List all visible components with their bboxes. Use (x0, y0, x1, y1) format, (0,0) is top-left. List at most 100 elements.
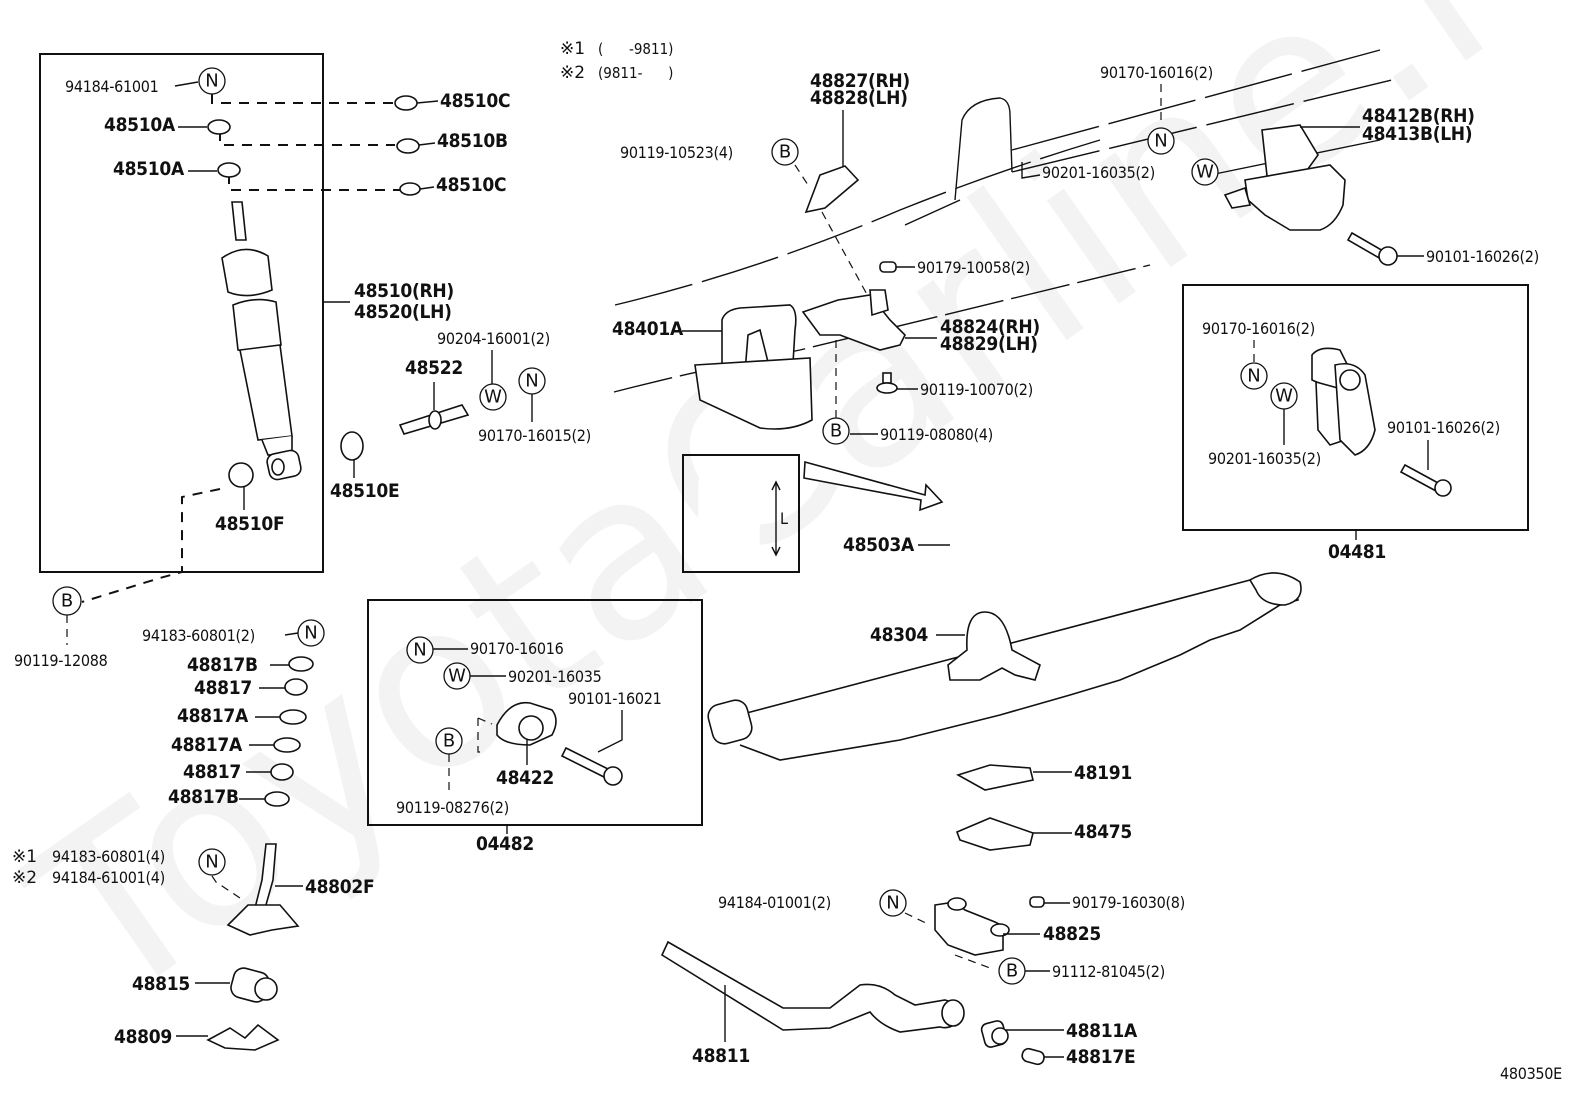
label-kit1-nut[interactable]: 90170-16016(2) (1202, 319, 1315, 338)
label-48510a-1[interactable]: 48510A (104, 114, 176, 136)
seat-48824[interactable] (801, 289, 906, 351)
bushing-48811a[interactable] (980, 1020, 1009, 1049)
bolt-90101-16026-top[interactable] (1346, 231, 1398, 266)
cushion-48510a-1[interactable] (207, 119, 231, 135)
bushing-48510f[interactable] (228, 462, 254, 488)
label-48817b-1[interactable]: 48817B (187, 654, 258, 676)
label-48422[interactable]: 48422 (496, 767, 554, 789)
bracket-48422[interactable] (496, 701, 557, 746)
bolt-kit1[interactable] (1399, 463, 1452, 497)
bracket-48809[interactable] (206, 1023, 280, 1051)
cushion-48510c-1[interactable] (394, 95, 418, 111)
label-90119-10070[interactable]: 90119-10070(2) (920, 380, 1033, 399)
label-48811[interactable]: 48811 (692, 1045, 750, 1067)
label-48809[interactable]: 48809 (114, 1026, 172, 1048)
cushion-48510a-2[interactable] (217, 162, 241, 178)
plate-48475[interactable] (955, 817, 1034, 851)
label-48412b-rh[interactable]: 48412B(RH) (1362, 105, 1475, 127)
label-48815[interactable]: 48815 (132, 973, 190, 995)
label-90179-10058[interactable]: 90179-10058(2) (917, 258, 1030, 277)
label-kit2-washer[interactable]: 90201-16035 (508, 667, 602, 686)
clip-90179-10058[interactable] (879, 261, 897, 273)
kit-04482-group: N 90170-16016 W 90201-16035 90101-16021 … (367, 599, 703, 855)
label-48510f[interactable]: 48510F (215, 513, 285, 535)
label-48828-lh[interactable]: 48828(LH) (810, 87, 908, 109)
label-94183-60801-4[interactable]: 94183-60801(4) (52, 847, 165, 866)
label-48475[interactable]: 48475 (1074, 821, 1132, 843)
label-48817b-2[interactable]: 48817B (168, 786, 239, 808)
label-48825[interactable]: 48825 (1043, 923, 1101, 945)
label-48510c-1[interactable]: 48510C (440, 90, 511, 112)
label-48510c-2[interactable]: 48510C (436, 174, 507, 196)
label-kit2-nut[interactable]: 90170-16016 (470, 639, 564, 658)
cushion-48817-1[interactable] (284, 678, 308, 696)
label-94184-61001-4[interactable]: 94184-61001(4) (52, 868, 165, 887)
label-90204-16001[interactable]: 90204-16001(2) (437, 329, 550, 348)
label-kit1-washer[interactable]: 90201-16035(2) (1208, 449, 1321, 468)
collar-48817e[interactable] (1021, 1047, 1046, 1066)
bracket-48827[interactable] (804, 165, 860, 214)
cushion-48817-2[interactable] (270, 763, 294, 781)
label-48817-2[interactable]: 48817 (183, 761, 241, 783)
cushion-48817a-2[interactable] (273, 737, 301, 753)
label-shock-nut[interactable]: 94184-61001 (65, 77, 159, 96)
label-48510b[interactable]: 48510B (437, 130, 508, 152)
label-kit2-bolt2[interactable]: 90119-08276(2) (396, 798, 509, 817)
label-absorber-rh[interactable]: 48510(RH) (354, 280, 454, 302)
clip-90179-16030[interactable] (1029, 896, 1045, 908)
cushion-48817b-1[interactable] (288, 656, 314, 672)
label-48510e[interactable]: 48510E (330, 480, 400, 502)
label-48413b-lh[interactable]: 48413B(LH) (1362, 123, 1473, 145)
label-48522[interactable]: 48522 (405, 357, 463, 379)
label-absorber-lh[interactable]: 48520(LH) (354, 301, 452, 323)
hanger-48401a[interactable] (694, 304, 813, 430)
label-48510a-2[interactable]: 48510A (113, 158, 185, 180)
label-48824-rh[interactable]: 48824(RH) (940, 316, 1040, 338)
label-91112-81045[interactable]: 91112-81045(2) (1052, 962, 1165, 981)
label-94184-01001[interactable]: 94184-01001(2) (718, 893, 831, 912)
bumper-48304[interactable] (947, 611, 1041, 681)
link-48802f[interactable] (226, 843, 300, 936)
bracket-48825[interactable] (934, 897, 1010, 956)
label-48503a[interactable]: 48503A (843, 534, 915, 556)
bolt-90119-10070[interactable] (876, 372, 898, 394)
u-bolt-48503a[interactable] (951, 480, 1045, 600)
label-48811a[interactable]: 48811A (1066, 1020, 1138, 1042)
label-48817a-2[interactable]: 48817A (171, 734, 243, 756)
label-kit2-bolt[interactable]: 90101-16021 (568, 689, 662, 708)
shackle-04481[interactable] (1311, 347, 1376, 456)
bolt-kit2[interactable] (560, 746, 623, 786)
label-48401a[interactable]: 48401A (612, 318, 684, 340)
label-48829-lh[interactable]: 48829(LH) (940, 333, 1038, 355)
label-90119-10523[interactable]: 90119-10523(4) (620, 143, 733, 162)
label-90170-16016-top[interactable]: 90170-16016(2) (1100, 63, 1213, 82)
cushion-48510b[interactable] (396, 138, 420, 154)
label-94183-60801-2[interactable]: 94183-60801(2) (142, 626, 255, 645)
shock-absorber[interactable] (221, 201, 302, 481)
cushion-48817b-2[interactable] (264, 791, 290, 807)
stabilizer-bar-48811[interactable] (660, 940, 965, 1033)
label-90179-16030[interactable]: 90179-16030(8) (1072, 893, 1185, 912)
bushing-48815[interactable] (229, 966, 278, 1004)
label-48817a-1[interactable]: 48817A (177, 705, 249, 727)
label-48827-rh[interactable]: 48827(RH) (810, 70, 910, 92)
label-48191[interactable]: 48191 (1074, 762, 1132, 784)
label-48304[interactable]: 48304 (870, 624, 929, 646)
label-kit1-bolt[interactable]: 90101-16026(2) (1387, 418, 1500, 437)
cushion-48510c-2[interactable] (399, 182, 421, 196)
label-48817e[interactable]: 48817E (1066, 1046, 1136, 1068)
label-48817-1[interactable]: 48817 (194, 677, 252, 699)
bushing-48510e[interactable] (340, 431, 364, 461)
label-90119-12088[interactable]: 90119-12088 (14, 651, 108, 670)
label-90201-16035-top[interactable]: 90201-16035(2) (1042, 163, 1155, 182)
label-90170-16015[interactable]: 90170-16015(2) (478, 426, 591, 445)
label-48802f[interactable]: 48802F (305, 876, 375, 898)
label-90119-08080[interactable]: 90119-08080(4) (880, 425, 993, 444)
label-kit-04481[interactable]: 04481 (1328, 541, 1386, 563)
seat-48191[interactable] (955, 764, 1034, 791)
label-kit-04482[interactable]: 04482 (476, 833, 534, 855)
cushion-48817a-1[interactable] (279, 709, 307, 725)
label-90101-16026-top[interactable]: 90101-16026(2) (1426, 247, 1539, 266)
notes: ※1 ( -9811) ※2 (9811- ) (560, 39, 673, 83)
hanger-48412b[interactable] (1223, 124, 1346, 231)
